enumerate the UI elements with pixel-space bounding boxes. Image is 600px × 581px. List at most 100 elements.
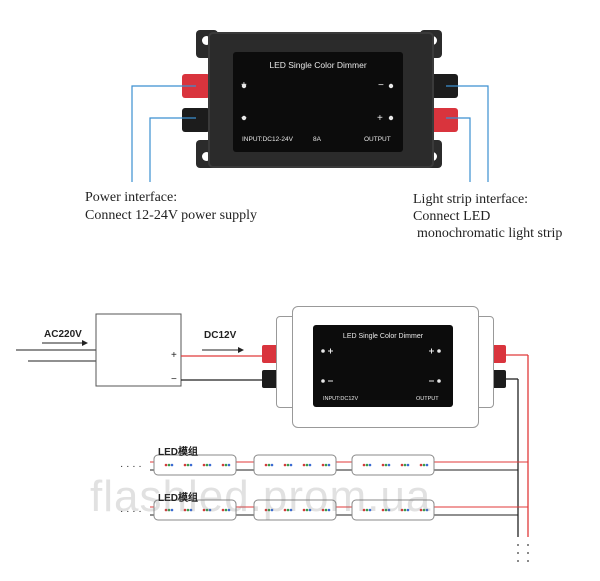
power-interface-caption-line2: Connect 12-24V power supply (85, 208, 257, 223)
top-output-terminal-positive (430, 108, 458, 132)
led-chip (419, 508, 423, 512)
top-device-panel (233, 52, 403, 152)
bottom-device-panel (313, 325, 453, 407)
led-group-label-1: LED模组 (158, 447, 198, 458)
led-chip (324, 508, 328, 512)
led-chip (270, 508, 274, 512)
led-chip (365, 463, 369, 467)
psu-plus-label: + (171, 350, 177, 361)
led-row-1 (153, 454, 435, 476)
led-chip (384, 463, 388, 467)
bottom-wiring (16, 313, 529, 562)
bottom-panel-terminal-marks (321, 348, 441, 383)
led-chip (362, 463, 366, 467)
led-chip (224, 463, 228, 467)
led-chip (368, 508, 372, 512)
led-chip (170, 508, 174, 512)
power-interface-caption-line1: Power interface: (85, 190, 178, 205)
strip-interface-caption-line2: Connect LED (413, 209, 491, 224)
led-chip (321, 508, 325, 512)
led-chip (286, 508, 290, 512)
led-chip (289, 463, 293, 467)
led-chip (264, 508, 268, 512)
led-chip (186, 508, 190, 512)
led-chip (324, 463, 328, 467)
led-chip (267, 508, 271, 512)
bottom-device-title: LED Single Color Dimmer (342, 333, 424, 340)
led-chip (202, 463, 206, 467)
top-device-title: LED Single Color Dimmer (269, 60, 367, 70)
top-device-current-label: 8A (313, 136, 321, 143)
led-chip (283, 508, 287, 512)
psu-minus-label: − (171, 374, 177, 385)
led-chip (170, 463, 174, 467)
led-chip (208, 508, 212, 512)
led-chip (406, 508, 410, 512)
led-chip (167, 508, 171, 512)
led-chip (381, 463, 385, 467)
top-input-terminal-negative (182, 108, 210, 132)
led-chip (321, 463, 325, 467)
led-chip (403, 463, 407, 467)
led-chip (362, 508, 366, 512)
led-chip (425, 508, 429, 512)
led-chip (167, 463, 171, 467)
led-chip (400, 463, 404, 467)
led-chip (403, 508, 407, 512)
led-chip (305, 508, 309, 512)
led-chip (419, 463, 423, 467)
led-chip (365, 508, 369, 512)
led-chip (387, 508, 391, 512)
led-chip (221, 508, 225, 512)
led-chip (224, 508, 228, 512)
watermark: flashled.prom.ua (90, 472, 432, 521)
led-chip (183, 508, 187, 512)
led-chip (202, 508, 206, 512)
led-chip (270, 463, 274, 467)
mount-hole (202, 152, 211, 161)
led-chip (425, 463, 429, 467)
top-panel-plus-right: + (377, 113, 383, 124)
led-chip (264, 463, 268, 467)
strip-interface-caption-line1: Light strip interface: (413, 192, 529, 207)
led-chip (286, 463, 290, 467)
mount-hole (202, 36, 211, 45)
led-chip (387, 463, 391, 467)
top-panel-minus-right: − (378, 80, 384, 91)
strip-interface-caption-line3: monochromatic light strip (417, 226, 563, 241)
top-device-input-label: INPUT:DC12-24V (242, 136, 293, 143)
led-chip (327, 463, 331, 467)
led-row-2-continuation-dots: · · · · (120, 506, 142, 517)
led-group-label-2: LED模组 (158, 493, 198, 504)
led-chip (183, 463, 187, 467)
led-chip (422, 463, 426, 467)
led-chip (205, 463, 209, 467)
led-chip (189, 508, 193, 512)
led-chip (227, 508, 231, 512)
led-chip (308, 463, 312, 467)
led-chip (283, 463, 287, 467)
led-chip (164, 508, 168, 512)
bottom-device-output-label: OUTPUT (416, 396, 439, 402)
led-chip (189, 463, 193, 467)
ac-input-label: AC220V (44, 329, 82, 340)
led-row-2 (153, 499, 435, 521)
led-chip (406, 463, 410, 467)
led-chip (289, 508, 293, 512)
led-chip (384, 508, 388, 512)
bottom-device-input-label: INPUT:DC12V (323, 396, 359, 402)
led-chip (400, 508, 404, 512)
led-chip (267, 463, 271, 467)
led-chip (227, 463, 231, 467)
led-chip (205, 508, 209, 512)
led-chip (381, 508, 385, 512)
led-chip (302, 463, 306, 467)
led-chip (422, 508, 426, 512)
led-chip (327, 508, 331, 512)
top-wiring (131, 83, 489, 182)
led-chip (308, 508, 312, 512)
led-chip (186, 463, 190, 467)
led-chip (164, 463, 168, 467)
led-chip (208, 463, 212, 467)
